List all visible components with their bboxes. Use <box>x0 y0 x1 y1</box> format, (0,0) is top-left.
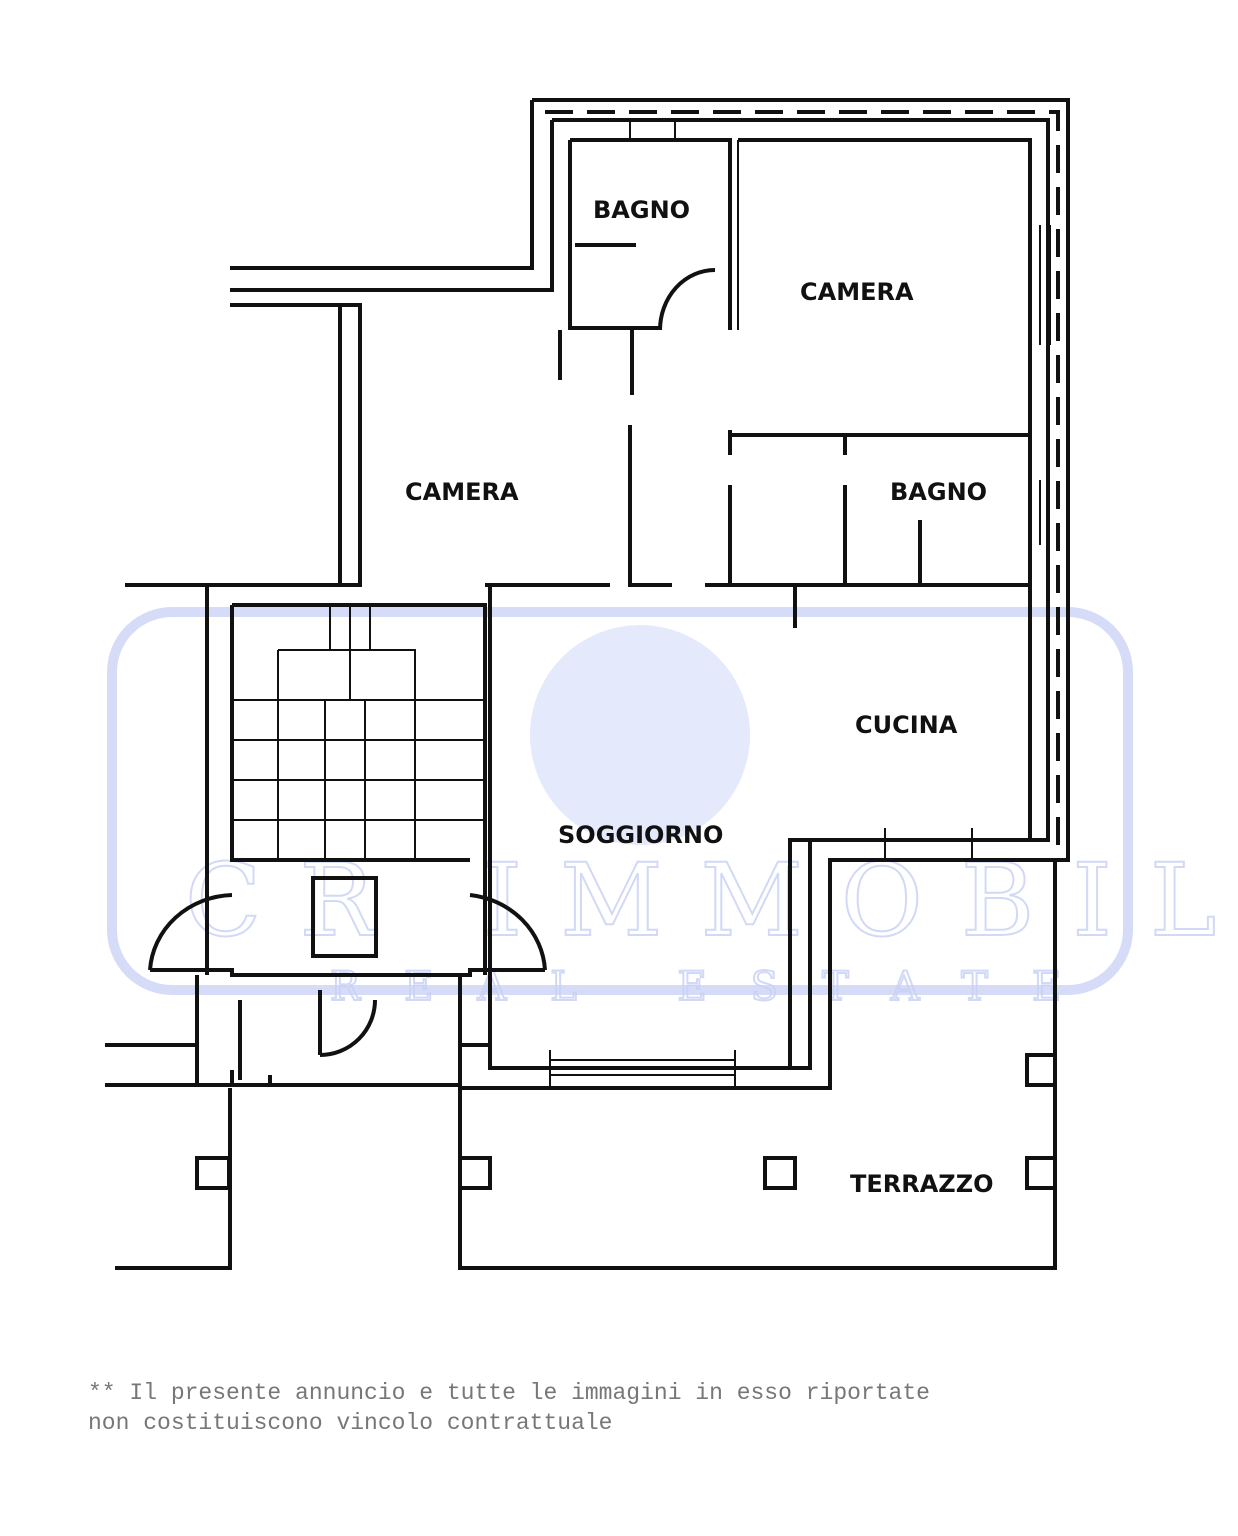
room-label-soggiorno: SOGGIORNO <box>558 821 723 849</box>
watermark-tagline: REAL ESTATE <box>330 964 1105 1010</box>
room-label-bagno: BAGNO <box>593 196 690 224</box>
room-label-bagno: BAGNO <box>890 478 987 506</box>
watermark-logo <box>530 625 750 845</box>
room-label-terrazzo: TERRAZZO <box>850 1170 994 1198</box>
room-label-camera: CAMERA <box>405 478 519 506</box>
room-label-camera: CAMERA <box>800 278 914 306</box>
room-label-cucina: CUCINA <box>855 711 958 739</box>
disclaimer: ** Il presente annuncio e tutte le immag… <box>88 1378 930 1438</box>
walls <box>105 98 1070 1270</box>
disclaimer-line: non costituiscono vincolo contrattuale <box>88 1410 613 1436</box>
disclaimer-line: ** Il presente annuncio e tutte le immag… <box>88 1380 930 1406</box>
